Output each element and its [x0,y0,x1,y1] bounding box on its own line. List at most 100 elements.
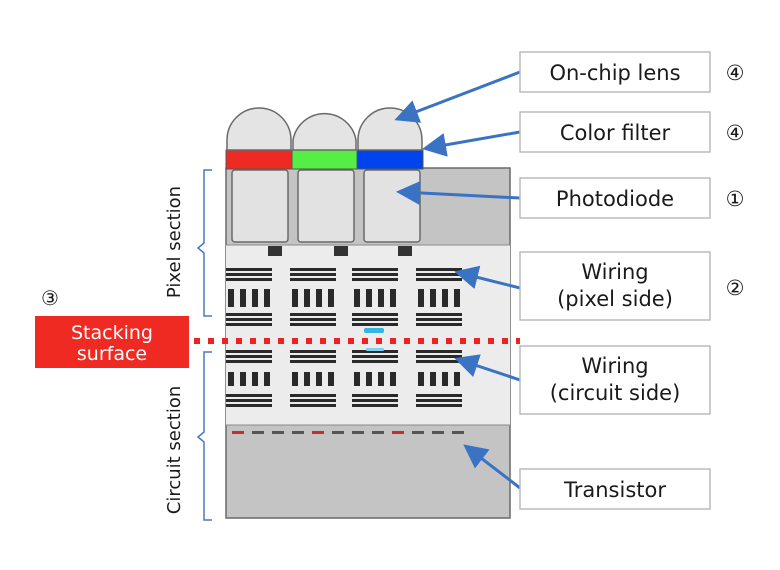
wiring-via [292,372,298,386]
wiring-trace [290,360,336,363]
wiring-trace [226,360,272,363]
wiring-trace [226,313,272,316]
label-wiring-circuit-2: (circuit side) [550,381,681,405]
pixel-section-label: Pixel section [164,186,185,298]
wiring-trace [290,323,336,326]
filter-red [225,149,293,170]
wiring-via [378,289,384,307]
wiring-trace [416,394,462,397]
wiring-trace [352,360,398,363]
photodiode-green [297,169,355,243]
arrow-filter [422,130,521,157]
arrow-lens [394,70,521,123]
wiring-via [366,372,372,386]
wiring-trace [226,323,272,326]
wiring-via [252,289,258,307]
label-wiring-pixel-1: Wiring [581,260,648,284]
wiring-trace [226,399,272,402]
wiring-trace [226,355,272,358]
wiring-trace [352,404,398,407]
wiring-via [264,289,270,307]
arrow-transistor [463,444,521,490]
label-photodiode: Photodiode [556,187,674,211]
label-on-chip-lens: On-chip lens [549,61,680,85]
wiring-via [328,372,334,386]
wiring-trace [290,268,336,271]
callout-arrows [394,70,521,490]
label-transistor: Transistor [563,478,666,502]
wiring-trace [416,350,462,353]
arrow-photodiode [396,180,521,205]
marker-photodiode: ① [726,187,745,211]
wiring-trace [226,350,272,353]
lens-1 [226,107,292,151]
wiring-trace [416,268,462,271]
stacking-marker: ③ [41,286,59,310]
callout-labels: On-chip lens ④ Color filter ④ Photodiode… [519,51,745,510]
wiring-trace [226,278,272,281]
wiring-via [418,289,424,307]
transistor-gate [252,431,264,434]
wiring-trace [416,313,462,316]
wiring-via [366,289,372,307]
stacking-surface-box [35,316,189,368]
wiring-via [240,289,246,307]
label-wiring-pixel-2: (pixel side) [557,287,673,311]
wiring-trace [352,278,398,281]
transistor-gate [272,431,284,434]
wiring-trace [416,278,462,281]
transistor-gate [452,431,464,434]
photodiode-blue [363,169,421,243]
transistor-gate [372,431,384,434]
wiring-trace [352,355,398,358]
transistor-gate [352,431,364,434]
wiring-via [390,289,396,307]
wiring-via [378,372,384,386]
wiring-via [316,372,322,386]
wiring-trace [416,355,462,358]
wiring-trace [290,394,336,397]
stacking-line2: surface [77,343,147,365]
wiring-trace [290,350,336,353]
wiring-via [354,372,360,386]
marker-color-filter: ④ [726,121,745,145]
wiring-trace [352,318,398,321]
wiring-trace [290,273,336,276]
pd-contacts [268,246,412,256]
wiring-trace [352,399,398,402]
filter-blue [356,149,424,170]
color-filters [225,149,424,170]
photodiode-red [231,169,289,243]
wiring-via [228,289,234,307]
wiring-trace [226,318,272,321]
wiring-trace [290,355,336,358]
wiring-via [304,372,310,386]
wiring-trace [416,360,462,363]
wiring-via [418,372,424,386]
wiring-trace [352,323,398,326]
wiring-trace [290,399,336,402]
wiring-blocks [226,268,462,407]
wiring-trace [290,278,336,281]
stacking-line1: Stacking [71,322,153,344]
wiring-via [316,289,322,307]
wiring-trace [416,273,462,276]
wiring-layer [226,245,510,425]
wiring-via [442,289,448,307]
wiring-trace [416,399,462,402]
wiring-via [454,289,460,307]
wiring-trace [226,268,272,271]
wiring-trace [226,273,272,276]
transistor-gate [292,431,304,434]
label-wiring-circuit-1: Wiring [581,354,648,378]
wiring-via [228,372,234,386]
wiring-via [328,289,334,307]
filter-green [291,149,358,170]
wiring-trace [352,394,398,397]
marker-wiring-pixel: ② [726,276,745,300]
transistor-gate [332,431,344,434]
bond-pad-top [364,328,384,333]
pixel-bracket [196,169,212,317]
photodiodes [231,169,421,243]
